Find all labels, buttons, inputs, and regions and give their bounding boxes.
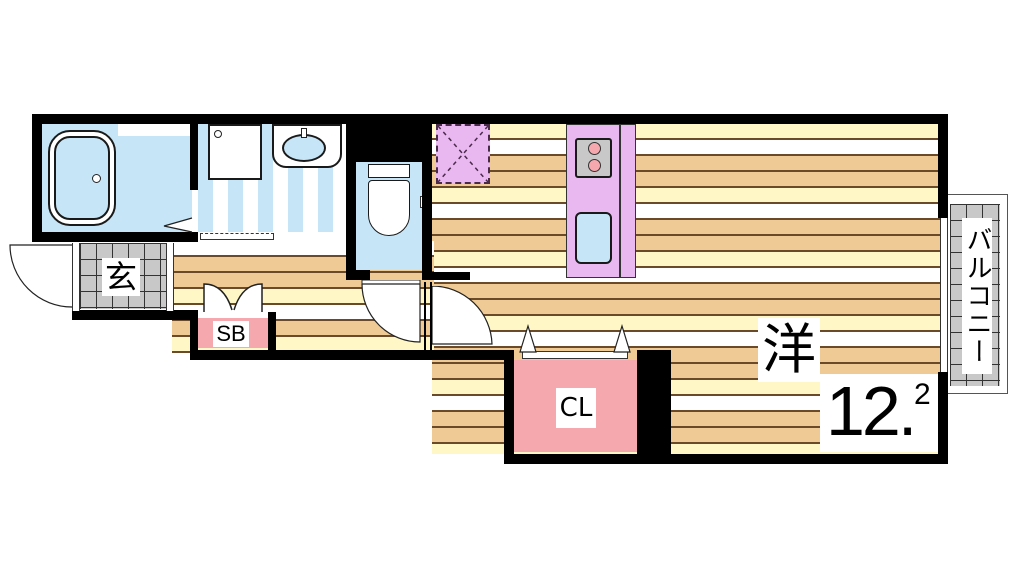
washroom-rail [200, 233, 274, 240]
bathroom-ledge [118, 124, 192, 136]
entrance-frame [72, 243, 80, 311]
wall-entrance-bottom [72, 310, 198, 320]
toilet-tank [368, 164, 410, 178]
wall-hall-door-post [424, 282, 432, 352]
wall-toilet-left [346, 114, 356, 280]
shoe-box-label: SB [213, 321, 249, 347]
burner-icon [588, 142, 601, 155]
washbasin-icon [282, 134, 326, 162]
sink-icon [575, 212, 612, 264]
wall-toilet-stub [422, 272, 470, 280]
wall-right-lower [938, 372, 948, 464]
wall-closet-right [637, 350, 671, 454]
wall-toilet-bottom [346, 270, 370, 280]
room-size-main: 12. [826, 372, 917, 450]
wall-top [32, 114, 948, 124]
fridge-space-icon [436, 124, 490, 184]
bath-door-icon[interactable] [160, 214, 194, 234]
wall-bath-left [32, 114, 42, 242]
entrance-label: 玄 [102, 258, 140, 296]
wall-toilet-right [422, 114, 432, 280]
entrance-floor [80, 243, 166, 309]
wall-bath-wash [190, 124, 198, 190]
faucet-icon [301, 128, 307, 138]
closet-door [522, 351, 628, 359]
washer-dot [214, 130, 222, 138]
burner-icon [588, 159, 601, 172]
tub-drain-icon [92, 174, 101, 183]
toilet-door-icon[interactable] [360, 280, 424, 346]
closet-door-icon[interactable] [518, 324, 632, 354]
wall-closet-left [504, 350, 514, 464]
room-size-sup: 2 [914, 378, 931, 411]
closet-label: CL [556, 388, 596, 428]
wall-bottom [504, 454, 948, 464]
wall-sb-right [268, 312, 276, 360]
western-room-label: 洋 [758, 318, 820, 382]
balcony-window [940, 218, 948, 372]
front-door-icon[interactable] [8, 243, 74, 311]
shoe-box-doors-icon [200, 283, 266, 318]
wall-right-upper [938, 114, 948, 218]
wall-bath-bottom [32, 232, 198, 242]
room-size-label: 12. 2 [820, 374, 938, 452]
bathtub-inner [54, 136, 110, 220]
hall-frame [166, 243, 174, 311]
counter-divider [619, 124, 621, 278]
toilet-icon [368, 180, 410, 236]
room-door-icon[interactable] [432, 286, 496, 348]
balcony-label: バルコニー [962, 218, 992, 374]
wall-sb-left [190, 310, 198, 360]
wall-wash-right [346, 114, 430, 162]
wall-hall-bottom [190, 350, 512, 360]
